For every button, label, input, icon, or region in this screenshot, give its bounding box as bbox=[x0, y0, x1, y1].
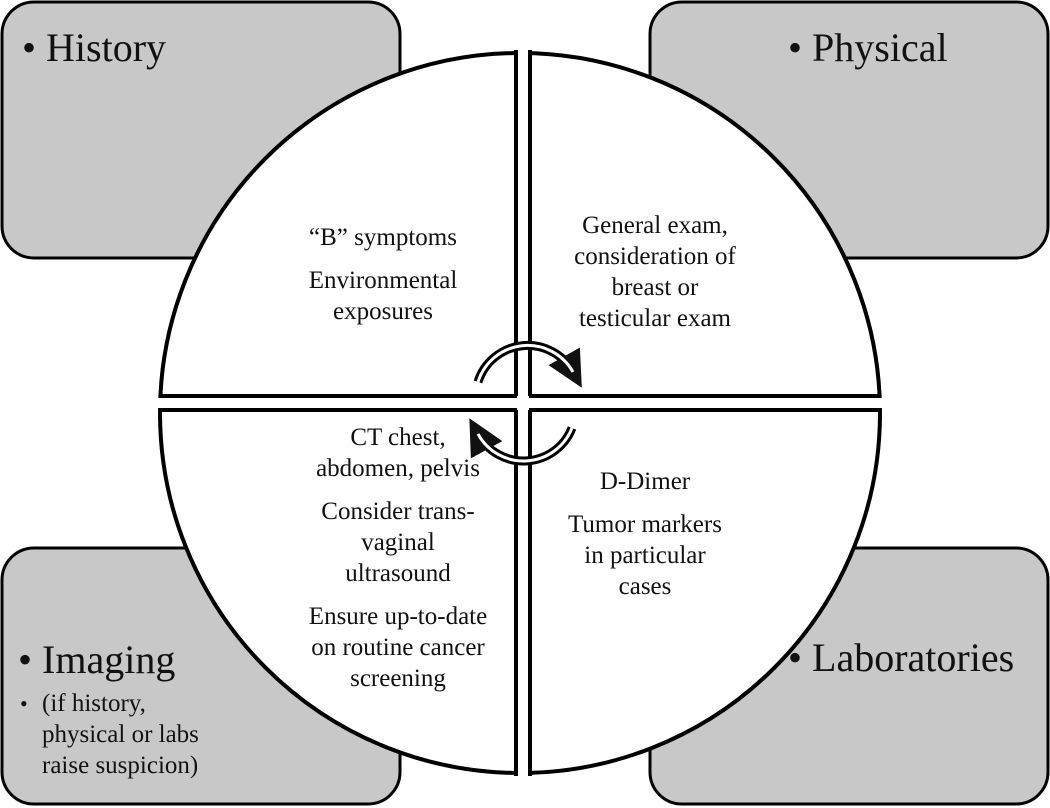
history-label-text: History bbox=[46, 25, 167, 70]
imaging-item: screening bbox=[350, 665, 446, 692]
circular-arrows-icon bbox=[469, 341, 582, 466]
physical-bullet: • bbox=[788, 25, 803, 70]
laboratories-quadrant-text: D-Dimer Tumor markers in particular case… bbox=[545, 466, 745, 602]
history-item: “B” symptoms bbox=[309, 224, 457, 251]
history-item: exposures bbox=[333, 298, 433, 325]
history-label: • History bbox=[22, 28, 166, 68]
imaging-sub-list: • (if history, physical or labs raise su… bbox=[20, 688, 199, 781]
physical-label: • Physical bbox=[788, 28, 948, 68]
imaging-item: abdomen, pelvis bbox=[316, 455, 480, 482]
imaging-sub-bullet: • bbox=[20, 691, 28, 716]
imaging-sub-line: physical or labs bbox=[42, 721, 199, 748]
history-item: Environmental bbox=[308, 267, 458, 294]
physical-item: General exam, bbox=[582, 212, 728, 239]
laboratories-item: Tumor markers bbox=[568, 511, 722, 538]
vertical-gap bbox=[517, 45, 529, 781]
imaging-label: • Imaging bbox=[18, 640, 175, 680]
imaging-quadrant-text: CT chest, abdomen, pelvis Consider trans… bbox=[278, 422, 518, 694]
physical-quadrant-text: General exam, consideration of breast or… bbox=[540, 210, 770, 334]
laboratories-label-text: Laboratories bbox=[812, 635, 1015, 680]
imaging-label-text: Imaging bbox=[42, 637, 176, 682]
imaging-sub-line: raise suspicion) bbox=[42, 752, 199, 779]
horizontal-gap bbox=[155, 398, 887, 408]
laboratories-item: cases bbox=[618, 573, 672, 600]
imaging-item: on routine cancer bbox=[311, 634, 485, 661]
history-bullet: • bbox=[22, 25, 37, 70]
laboratories-item: in particular bbox=[584, 542, 706, 569]
physical-item: testicular exam bbox=[578, 305, 731, 332]
imaging-sub-line: (if history, bbox=[42, 690, 146, 717]
physical-item: consideration of bbox=[574, 243, 736, 270]
laboratories-item: D-Dimer bbox=[599, 468, 691, 495]
imaging-item: ultrasound bbox=[345, 560, 451, 587]
imaging-item: vaginal bbox=[361, 529, 435, 556]
imaging-item: Ensure up-to-date bbox=[308, 603, 488, 630]
laboratories-label: • Laboratories bbox=[788, 638, 1014, 678]
imaging-item: CT chest, bbox=[350, 424, 446, 451]
imaging-item: Consider trans- bbox=[321, 498, 475, 525]
history-quadrant-text: “B” symptoms Environmental exposures bbox=[268, 222, 498, 327]
physical-item: breast or bbox=[611, 274, 699, 301]
imaging-bullet: • bbox=[18, 637, 33, 682]
physical-label-text: Physical bbox=[812, 25, 948, 70]
laboratories-bullet: • bbox=[788, 635, 803, 680]
